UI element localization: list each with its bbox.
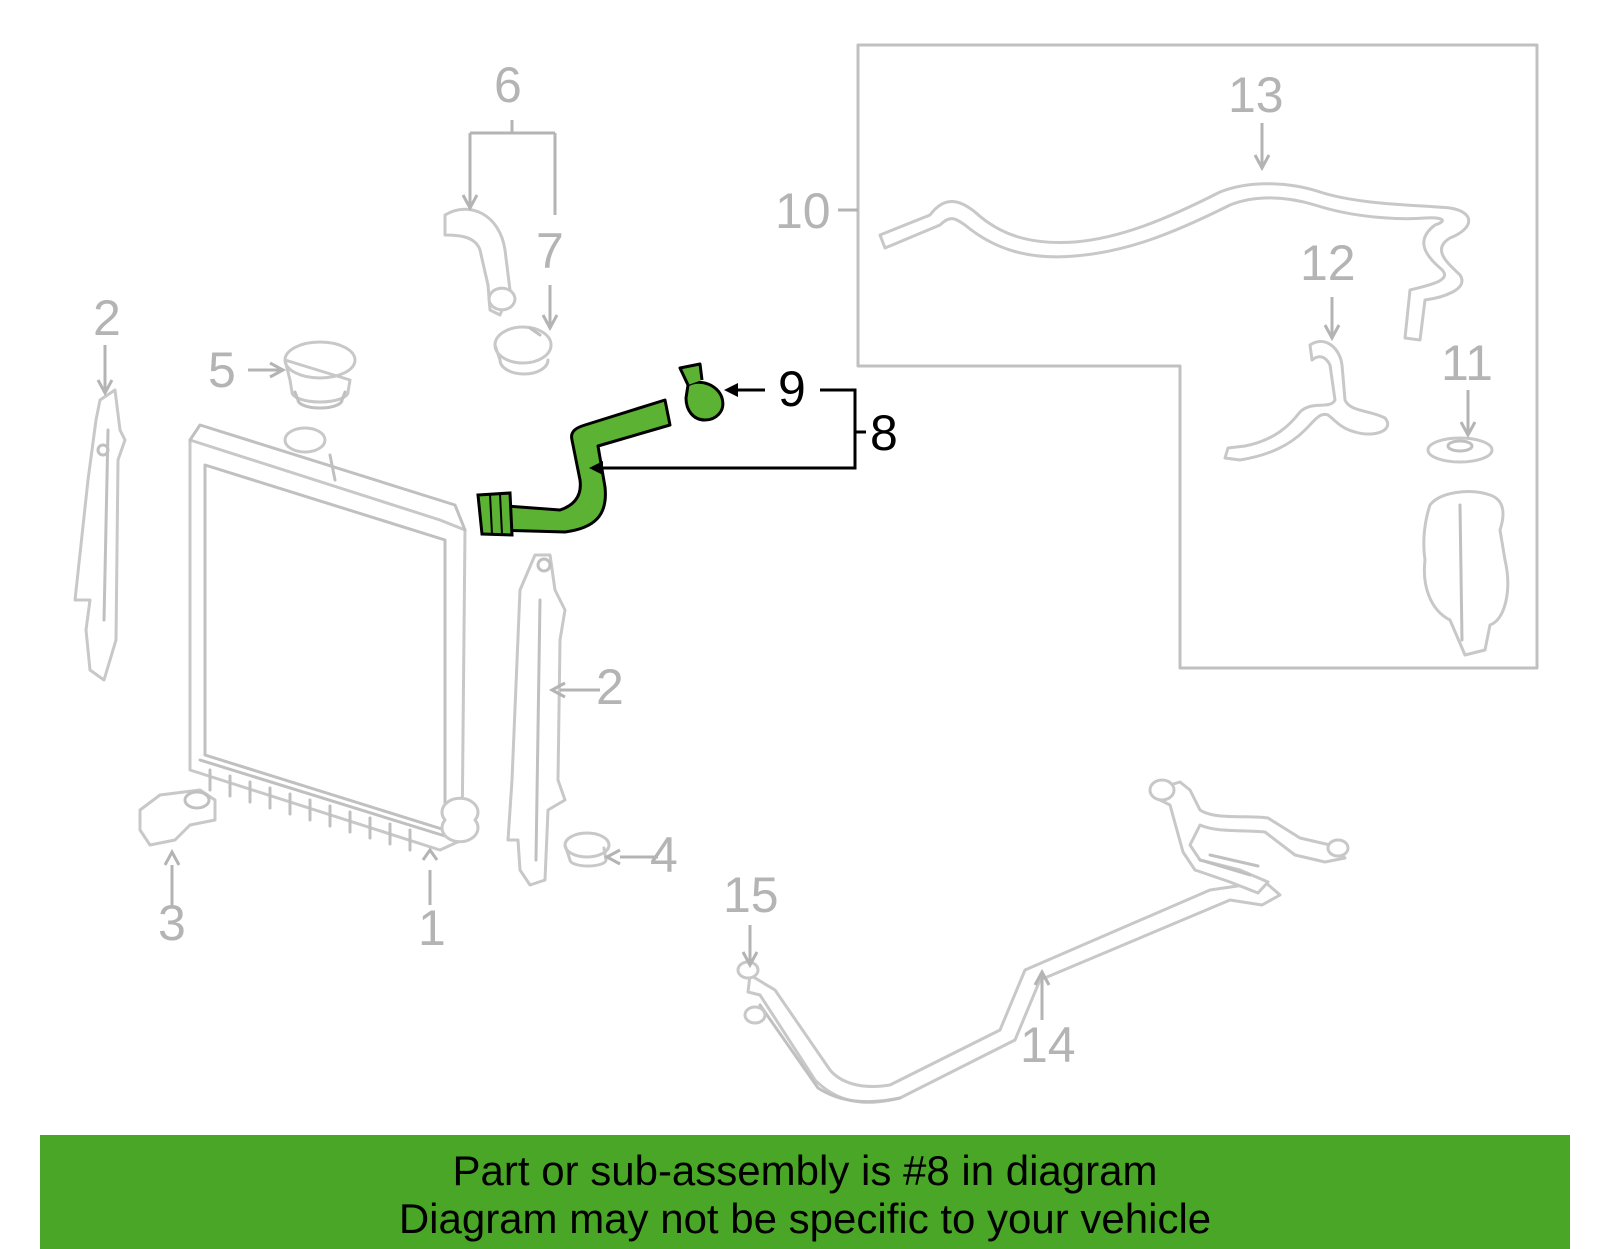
callout-3: 3: [158, 895, 186, 951]
callout-6: 6: [494, 57, 522, 113]
radiator-cap[interactable]: [283, 340, 357, 410]
callout-11: 11: [1441, 335, 1493, 391]
active-leader-lines: [589, 383, 866, 475]
callout-4: 4: [650, 827, 678, 883]
callout-10: 10: [775, 183, 831, 239]
overflow-hose[interactable]: [878, 182, 1471, 342]
right-radiator-bracket[interactable]: [506, 553, 567, 887]
callout-1: 1: [418, 900, 446, 956]
callout-7: 7: [536, 223, 564, 279]
grommet[interactable]: [563, 831, 611, 868]
hose-clamp[interactable]: [493, 325, 553, 376]
callout-12: 12: [1300, 235, 1356, 291]
info-banner: Part or sub-assembly is #8 in diagram Di…: [40, 1135, 1570, 1249]
reservoir-hose[interactable]: [1223, 340, 1389, 462]
upper-hose[interactable]: [443, 207, 517, 317]
lower-mount[interactable]: [138, 788, 217, 847]
inset-box: [856, 43, 1539, 670]
callout-14: 14: [1020, 1017, 1076, 1073]
cooler-lines[interactable]: [736, 778, 1350, 1104]
banner-line-1: Part or sub-assembly is #8 in diagram: [452, 1147, 1158, 1194]
callout-5: 5: [208, 342, 236, 398]
callout-8[interactable]: 8: [870, 405, 898, 461]
callout-9[interactable]: 9: [778, 361, 806, 417]
radiator[interactable]: [188, 423, 480, 852]
callout-2-left: 2: [93, 290, 121, 346]
coolant-reservoir[interactable]: [1422, 490, 1510, 657]
callout-2-right: 2: [596, 659, 624, 715]
reservoir-cap[interactable]: [1426, 436, 1494, 464]
hose-clamp-highlighted[interactable]: [678, 362, 725, 422]
callout-15: 15: [723, 867, 779, 923]
callout-13: 13: [1228, 67, 1284, 123]
leader-lines: [96, 120, 1477, 1020]
radiator-hose-highlighted[interactable]: [476, 398, 672, 537]
banner-line-2: Diagram may not be specific to your vehi…: [398, 1195, 1212, 1242]
left-radiator-bracket[interactable]: [73, 388, 127, 682]
